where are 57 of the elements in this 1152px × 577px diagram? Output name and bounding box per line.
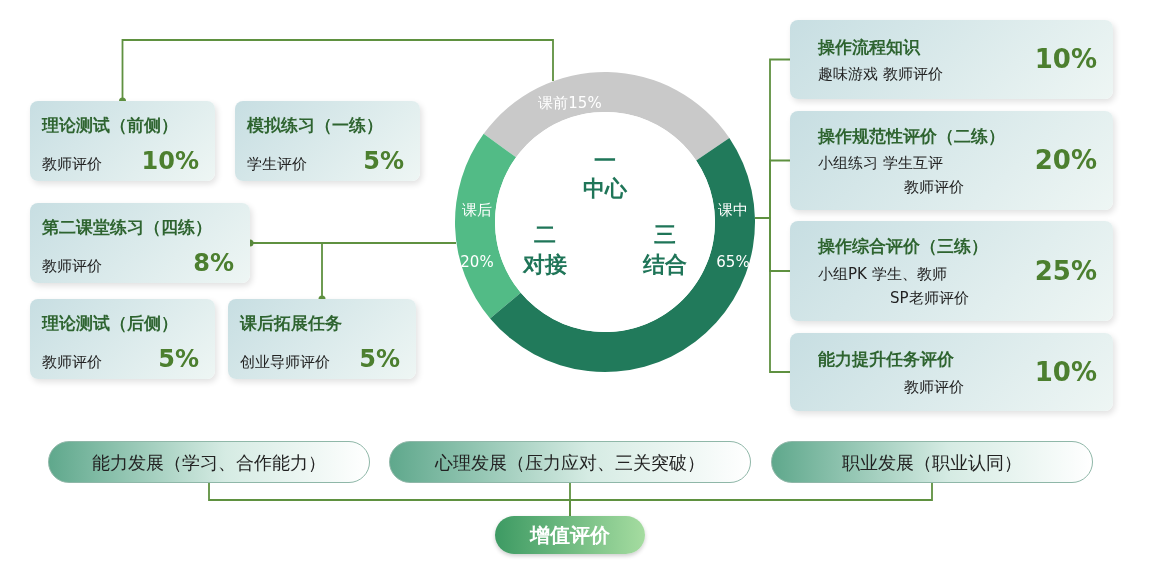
segment-label: 65% xyxy=(716,253,750,271)
percentage: 5% xyxy=(363,145,404,177)
pill-label: 职业发展（职业认同） xyxy=(842,450,1022,475)
percentage: 25% xyxy=(1034,254,1097,288)
evaluator-text: 教师评价 xyxy=(42,351,102,373)
percentage: 10% xyxy=(1034,355,1097,389)
evaluator-text: 学生评价 xyxy=(247,153,307,175)
card-title: 第二课堂练习（四练） xyxy=(42,216,213,239)
evaluation-card xyxy=(790,111,1113,210)
pill-label: 心理发展（压力应对、三关突破） xyxy=(435,450,705,475)
evaluator-text: 教师评价 xyxy=(42,153,102,175)
card-title: 理论测试（后侧） xyxy=(42,312,179,335)
segment-label: 课后 xyxy=(462,201,492,219)
percentage: 10% xyxy=(1034,43,1097,76)
card-title: 能力提升任务评价 xyxy=(818,348,955,372)
percentage: 10% xyxy=(141,145,199,177)
card-title: 理论测试（前侧） xyxy=(42,114,179,137)
evaluator-text: 小组PK 学生、教师 xyxy=(818,263,947,284)
evaluator-text: 教师评价 xyxy=(904,177,964,198)
development-pill xyxy=(771,441,1093,483)
card-title: 模拟练习（一练） xyxy=(247,114,384,137)
evaluation-card xyxy=(30,203,250,283)
center-label: 中心 xyxy=(583,176,627,201)
connector-line xyxy=(754,217,791,373)
evaluator-text: 教师评价 xyxy=(904,376,964,397)
evaluation-card xyxy=(790,333,1113,411)
badge-label: 增值评价 xyxy=(530,522,610,549)
center-label: 三 xyxy=(654,222,676,247)
evaluation-card xyxy=(30,101,215,181)
percentage: 20% xyxy=(1034,144,1097,177)
development-pill xyxy=(389,441,751,483)
card-title: 操作规范性评价（二练） xyxy=(818,124,1005,148)
evaluation-card xyxy=(790,20,1113,99)
card-title: 操作流程知识 xyxy=(818,35,922,59)
pill-label: 能力发展（学习、合作能力） xyxy=(92,450,326,475)
evaluator-text: 教师评价 xyxy=(42,255,102,277)
percentage: 8% xyxy=(193,247,234,279)
percentage: 5% xyxy=(359,343,400,375)
center-label: 一 xyxy=(594,148,616,173)
development-pill xyxy=(48,441,370,483)
card-title: 课后拓展任务 xyxy=(240,312,343,335)
segment-label: 课中 xyxy=(718,201,748,219)
value-added-badge xyxy=(495,516,645,554)
evaluator-text: 小组练习 学生互评 xyxy=(818,153,943,174)
evaluator-text: SP老师评价 xyxy=(890,287,969,308)
evaluation-card xyxy=(235,101,420,181)
evaluator-text: 创业导师评价 xyxy=(240,351,330,373)
center-label: 二 xyxy=(534,222,556,247)
center-label: 对接 xyxy=(523,252,567,277)
center-label: 结合 xyxy=(643,252,687,277)
evaluation-card xyxy=(790,221,1113,321)
evaluation-card xyxy=(228,299,416,379)
card-title: 操作综合评价（三练） xyxy=(818,235,988,259)
segment-label: 20% xyxy=(460,253,494,271)
evaluation-card xyxy=(30,299,215,379)
evaluator-text: 趣味游戏 教师评价 xyxy=(818,64,943,85)
percentage: 5% xyxy=(158,343,199,375)
